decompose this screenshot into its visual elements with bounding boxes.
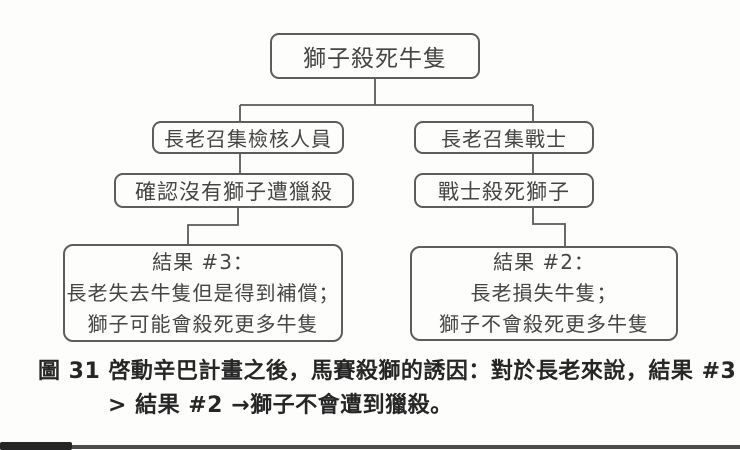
result-line: 長老損失牛隻； [470, 281, 618, 305]
result-line: 長老失去牛隻但是得到補償； [66, 280, 340, 305]
node-warriors-kill-lion: 戰士殺死獅子 [414, 173, 594, 208]
cropped-text-blob [0, 442, 72, 450]
node-label: 長老召集檢核人員 [164, 127, 332, 151]
result-line: 獅子可能會殺死更多牛隻 [87, 311, 319, 336]
node-label: 戰士殺死獅子 [438, 179, 570, 204]
figure-caption-line2: > 結果 #2 →獅子不會遭到獵殺。 [108, 393, 453, 418]
node-label: 獅子殺死牛隻 [303, 46, 447, 72]
node-elders-summon-inspectors: 長老召集檢核人員 [152, 121, 344, 154]
figure-caption: 圖 31 啓動辛巴計畫之後，馬賽殺獅的誘因：對於長老來說，結果 #3 > 結果 … [0, 356, 740, 422]
result-title: 結果 #2： [493, 250, 595, 274]
result-line: 獅子不會殺死更多牛隻 [439, 312, 649, 336]
result-title: 結果 #3： [152, 249, 254, 274]
node-label: 長老召集戰士 [441, 127, 567, 151]
node-lion-kills-cattle: 獅子殺死牛隻 [270, 33, 480, 79]
node-result-2: 結果 #2： 長老損失牛隻； 獅子不會殺死更多牛隻 [410, 246, 678, 341]
node-result-3: 結果 #3： 長老失去牛隻但是得到補償； 獅子可能會殺死更多牛隻 [63, 244, 343, 342]
node-elders-summon-warriors: 長老召集戰士 [414, 121, 594, 154]
cropped-text-bar [0, 445, 740, 449]
node-label: 確認沒有獅子遭獵殺 [135, 179, 333, 204]
node-confirm-no-lion-hunted: 確認沒有獅子遭獵殺 [114, 173, 354, 208]
figure-caption-line1: 圖 31 啓動辛巴計畫之後，馬賽殺獅的誘因：對於長老來說，結果 #3 [38, 359, 737, 384]
